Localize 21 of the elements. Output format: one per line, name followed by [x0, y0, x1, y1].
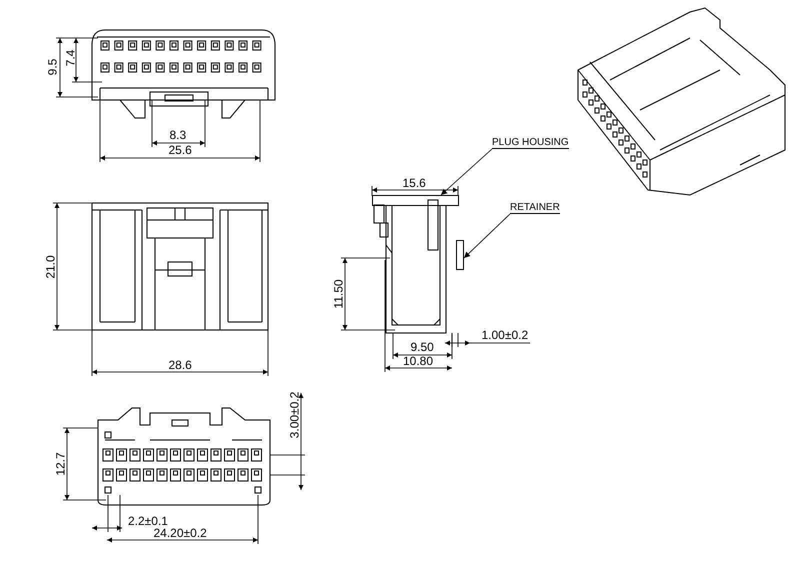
dimension-label: 2.2±0.1: [128, 515, 168, 527]
dimension-label: 7.4: [64, 50, 76, 66]
dimension-label: 12.7: [54, 452, 66, 476]
dimension-label: 11.50: [332, 279, 344, 309]
dimension-label: 8.3: [170, 129, 186, 141]
retainer-drawing: [456, 240, 464, 270]
dimension-label: 3.00±0.2: [288, 392, 300, 438]
dimension-label: 10.80: [403, 355, 434, 367]
dimension-label: 1.00±0.2: [482, 329, 528, 341]
dimension-label: 21.0: [44, 255, 56, 279]
part-label: RETAINER: [510, 202, 560, 214]
dimension-label: 15.6: [402, 177, 426, 189]
dimension-label: 9.50: [410, 341, 434, 353]
leader-line: [464, 214, 510, 258]
dimension-label: 28.6: [168, 359, 192, 371]
leader-line: [440, 148, 492, 196]
dimension-label: 24.20±0.2: [154, 527, 207, 539]
plug-housing-drawing: [372, 195, 460, 335]
dimension-label: 25.6: [168, 144, 192, 156]
part-label: PLUG HOUSING: [492, 137, 569, 149]
dimension-label: 9.5: [46, 58, 58, 76]
